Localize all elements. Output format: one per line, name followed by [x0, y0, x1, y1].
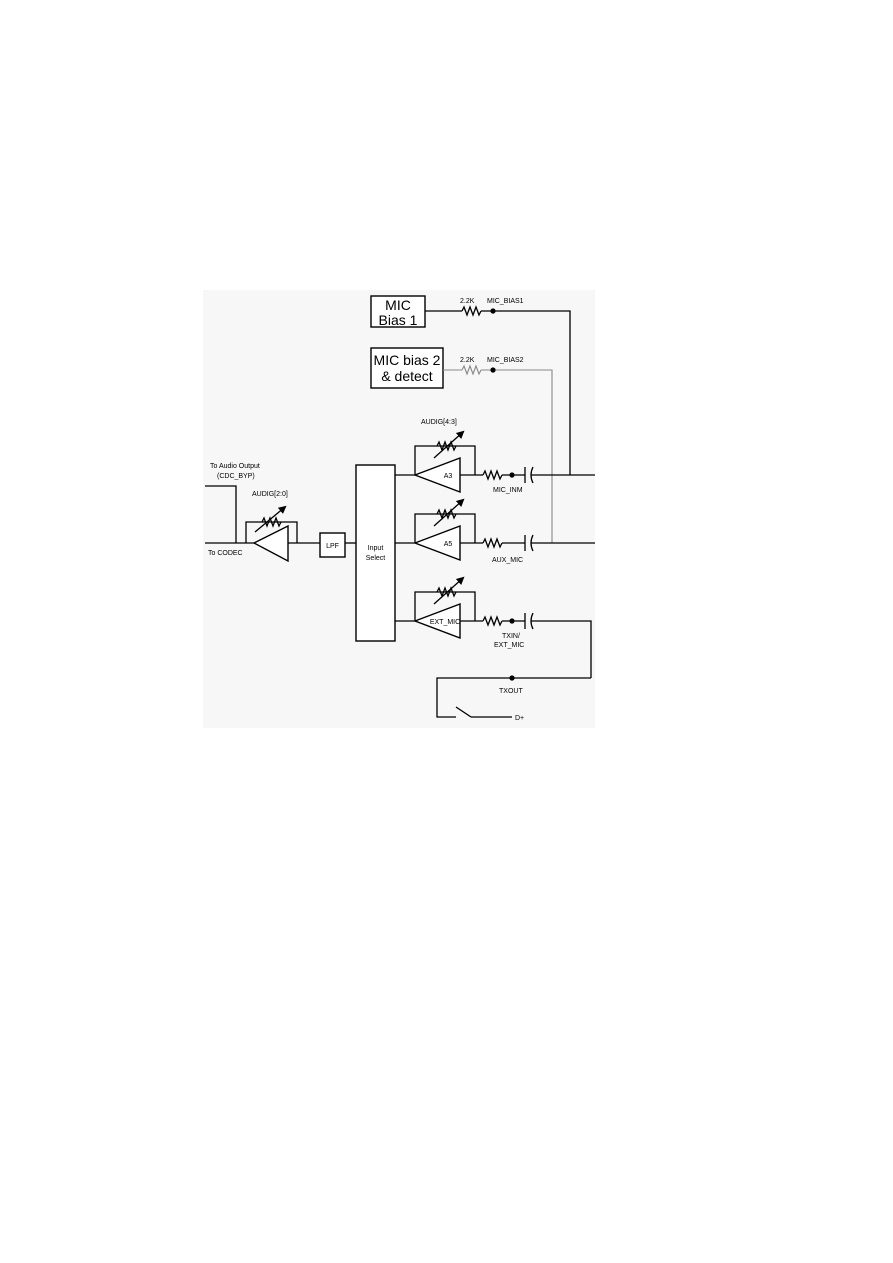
a3-feedback-loop	[414, 445, 476, 475]
bias2-resistor-value: 2.2K	[460, 357, 475, 364]
lpf-label: LPF	[326, 543, 339, 550]
mic-bias1-label-line1: MIC	[385, 297, 411, 313]
input-select-label-line1: Input	[368, 545, 384, 552]
mic-inm-node	[509, 472, 515, 478]
bias1-wire-right	[481, 310, 571, 475]
to-audio-output-wire	[205, 485, 237, 543]
bias2-net-label: MIC_BIAS2	[487, 357, 524, 364]
txin-resistor	[482, 615, 503, 627]
mic-bias2-block	[370, 347, 444, 389]
txin-wire-right	[531, 620, 592, 678]
input-select-label-line2: Select	[366, 555, 386, 562]
mic-bias1-block	[370, 295, 426, 328]
amp-a5-label: A5	[444, 541, 453, 548]
audig-43-label: AUDIG[4:3]	[421, 419, 457, 426]
a3-variable-gain-arrow	[433, 430, 465, 459]
net-dplus-label: D+	[515, 715, 524, 722]
ext-feedback-loop	[414, 591, 476, 621]
txin-node	[509, 618, 515, 624]
aux-mic-resistor	[482, 537, 503, 549]
codec-amp-variable-gain-arrow	[254, 505, 287, 533]
net-mic-inm-label: MIC_INM	[493, 487, 523, 494]
lpf-block	[319, 532, 346, 558]
mic-inm-resistor	[482, 469, 503, 481]
bias1-node	[490, 308, 496, 314]
bias1-resistor-value: 2.2K	[460, 298, 475, 305]
bias2-resistor	[461, 364, 482, 376]
net-txout-label: TXOUT	[499, 688, 523, 695]
audig-20-label: AUDIG[2:0]	[252, 491, 288, 498]
input-select-block	[355, 464, 396, 642]
bias1-net-label: MIC_BIAS1	[487, 298, 524, 305]
a5-feedback-loop	[414, 513, 476, 543]
mic-bias2-label-line1: MIC bias 2	[374, 352, 441, 368]
net-aux-mic-label: AUX_MIC	[492, 557, 523, 564]
codec-amp-feedback-resistor	[261, 516, 282, 528]
ext-variable-gain-arrow	[433, 576, 465, 605]
net-txin-label-line2: EXT_MIC	[494, 642, 524, 649]
mic-bias2-label-line2: & detect	[381, 368, 432, 384]
to-audio-output-label-line2: (CDC_BYP)	[217, 473, 255, 480]
a5-variable-gain-arrow	[433, 498, 465, 527]
bias1-resistor	[461, 305, 482, 317]
net-txin-label-line1: TXIN/	[502, 633, 520, 640]
dplus-switch-arm	[455, 706, 472, 718]
to-audio-output-label-line1: To Audio Output	[210, 463, 260, 470]
to-codec-label: To CODEC	[208, 550, 243, 557]
codec-amp	[252, 524, 289, 563]
bias2-node	[490, 367, 496, 373]
mic-bias1-label-line2: Bias 1	[379, 312, 418, 328]
txout-node	[509, 675, 515, 681]
amp-a3-label: A3	[444, 473, 453, 480]
amp-ext-mic-label: EXT_MIC	[430, 619, 460, 626]
bias2-wire-right	[481, 369, 553, 543]
